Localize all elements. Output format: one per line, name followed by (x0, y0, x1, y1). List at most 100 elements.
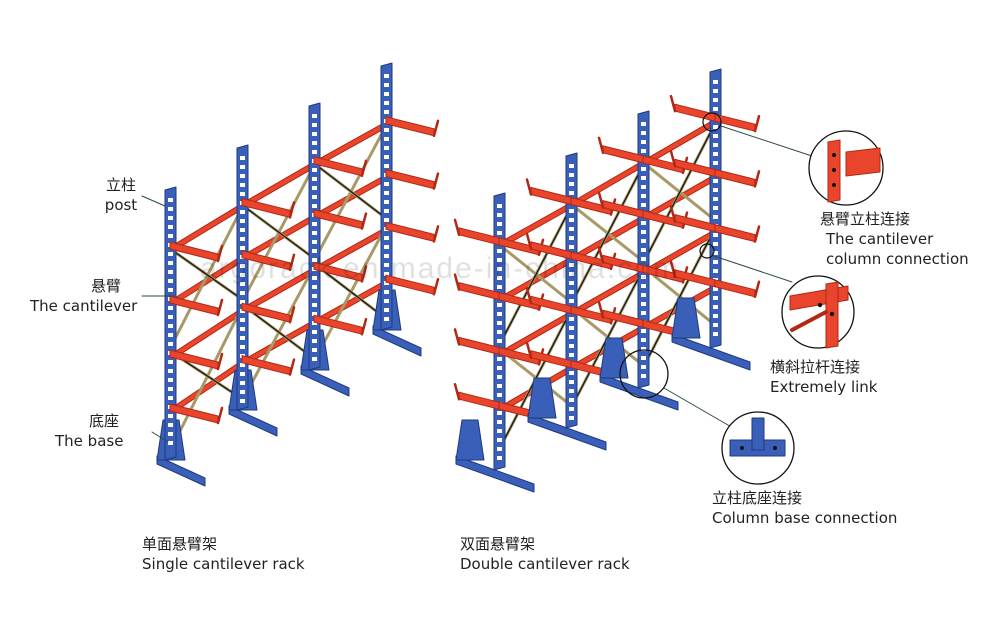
single-arm-tip (288, 305, 296, 324)
single-post-slot (312, 204, 317, 208)
double-post-slot (569, 299, 574, 303)
single-post-slot (312, 339, 317, 343)
double-post-slot (569, 164, 574, 168)
double-arm-left-tip (453, 218, 461, 237)
single-post-slot (240, 291, 245, 295)
double-post-slot (497, 213, 502, 217)
single-post-slot (312, 123, 317, 127)
double-post-slot (713, 314, 718, 318)
single-post-slot (384, 83, 389, 87)
single-post-slot (312, 240, 317, 244)
post-label-en: post (104, 196, 138, 214)
double-post-slot (641, 275, 646, 279)
double-arm-left-tip (669, 260, 677, 279)
single-post-slot (240, 273, 245, 277)
double-post-slot (713, 260, 718, 264)
double-arm-left-tip (597, 191, 605, 209)
single-arm-tip (216, 298, 224, 317)
single-post-slot (168, 378, 173, 382)
single-post-slot (384, 254, 389, 258)
post-leader (141, 195, 166, 207)
single-arm (385, 221, 435, 242)
double-post-slot (569, 281, 574, 285)
double-brace-line (571, 162, 645, 304)
link-bolt (817, 302, 823, 308)
single-post-slot (312, 285, 317, 289)
double-post-slot (497, 258, 502, 262)
single-arm (385, 116, 435, 137)
double-arm-left-tip (669, 205, 677, 223)
double-post-slot (713, 287, 718, 291)
base-connection-leader (663, 387, 741, 433)
double-post-slot (497, 420, 502, 424)
double-post-slot (497, 222, 502, 226)
single-post (308, 102, 321, 371)
single-post-slot (312, 195, 317, 199)
double-post-slot (497, 447, 502, 451)
double-post-slot (713, 89, 718, 93)
arm-connection-label-en: The cantilever (826, 230, 934, 248)
single-post-slot (312, 357, 317, 361)
single-post-slot (240, 219, 245, 223)
double-post-slot (497, 456, 502, 460)
double-base (671, 333, 751, 371)
double-post-slot (497, 339, 502, 343)
single-post-slot (384, 200, 389, 204)
single-post-slot (168, 432, 173, 436)
double-base (599, 373, 679, 411)
single-arm-tip (360, 212, 368, 230)
single-post-slot (312, 186, 317, 190)
single-arm-tip (288, 201, 296, 219)
double-post-slot (641, 131, 646, 135)
single-post-slot (384, 281, 389, 285)
single-post-slot (168, 252, 173, 256)
single-arm-tip (288, 358, 296, 376)
double-post-slot (641, 311, 646, 315)
single-arm (385, 169, 435, 190)
arm-connection-arm (845, 147, 881, 177)
double-post-slot (569, 317, 574, 321)
double-arm-right-tip (753, 114, 761, 133)
double-post-slot (641, 149, 646, 153)
double-post-slot (641, 257, 646, 261)
single-arm-tip (360, 159, 368, 178)
single-post-slot (384, 245, 389, 249)
double-post-slot (713, 323, 718, 327)
single-post-slot (384, 164, 389, 168)
double-post-slot (569, 326, 574, 330)
single-arm-tip (360, 317, 368, 336)
single-cantilever-rack (156, 62, 440, 487)
double-brace-line (643, 121, 717, 263)
link-brace (790, 310, 828, 332)
double-post-slot (641, 239, 646, 243)
double-post-slot (497, 249, 502, 253)
single-post-slot (384, 263, 389, 267)
single-post-slot (240, 192, 245, 196)
single-post-slot (240, 336, 245, 340)
single-post-slot (240, 318, 245, 322)
single-post-slot (312, 150, 317, 154)
double-post-slot (713, 206, 718, 210)
double-post-slot (497, 357, 502, 361)
double-post-slot (713, 251, 718, 255)
single-post-slot (240, 399, 245, 403)
single-post-slot (240, 300, 245, 304)
single-arm-tip (360, 265, 368, 283)
double-post-slot (497, 321, 502, 325)
double-base-gusset (527, 377, 557, 419)
single-post-slot (312, 249, 317, 253)
single-arm-tip (216, 244, 224, 263)
single-post-slot (240, 156, 245, 160)
double-post-slot (497, 204, 502, 208)
double-post-slot (497, 276, 502, 280)
single-post-slot (312, 141, 317, 145)
arm-connection-bolt (832, 183, 836, 187)
double-post-slot (713, 134, 718, 138)
single-post-slot (312, 222, 317, 226)
single-post-slot (240, 390, 245, 394)
single-post-slot (240, 282, 245, 286)
single-post-slot (240, 381, 245, 385)
single-post-slot (384, 191, 389, 195)
single-post-slot (168, 441, 173, 445)
single-post-slot (168, 324, 173, 328)
